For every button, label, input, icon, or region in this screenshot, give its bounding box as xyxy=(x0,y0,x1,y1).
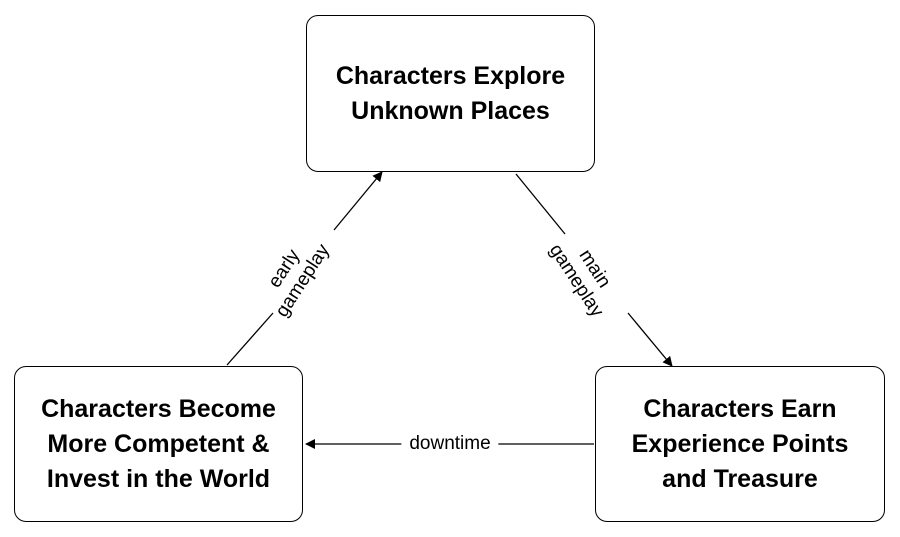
node-become-line-2: More Competent & xyxy=(47,429,270,458)
edge-early-gameplay-segment-a xyxy=(226,312,274,366)
node-become-line-3: Invest in the World xyxy=(46,464,271,493)
edge-main-gameplay-segment-b xyxy=(627,312,673,367)
edge-label-downtime: downtime xyxy=(401,433,499,455)
node-become-text: Characters Become More Competent & Inves… xyxy=(41,392,276,497)
node-earn-line-2: Experience Points xyxy=(631,429,849,458)
node-explore-text: Characters Explore Unknown Places xyxy=(336,59,565,129)
node-explore-line-1: Characters Explore xyxy=(335,61,566,90)
node-earn-line-3: and Treasure xyxy=(662,464,818,493)
node-become-line-1: Characters Become xyxy=(41,394,276,423)
edge-main-gameplay-segment-a xyxy=(515,173,566,235)
node-explore-line-2: Unknown Places xyxy=(351,96,550,125)
node-earn-line-1: Characters Earn xyxy=(643,394,837,423)
edge-early-gameplay-segment-b xyxy=(333,171,383,231)
node-earn-text: Characters Earn Experience Points and Tr… xyxy=(632,392,849,497)
node-earn-xp-treasure: Characters Earn Experience Points and Tr… xyxy=(595,366,885,522)
node-explore-unknown-places: Characters Explore Unknown Places xyxy=(306,15,595,172)
node-become-competent: Characters Become More Competent & Inves… xyxy=(14,366,303,522)
